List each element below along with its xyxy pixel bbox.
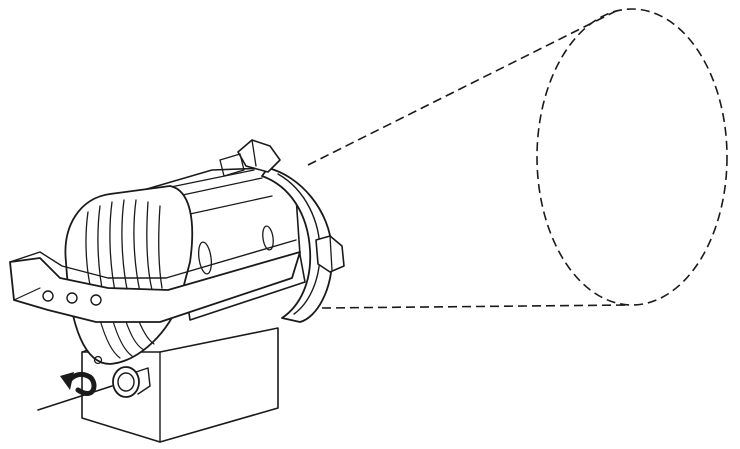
- rear-heatsink-cap: [64, 185, 194, 365]
- yoke-hole-1: [42, 290, 54, 302]
- beam-projection: [307, 8, 728, 309]
- yoke-hole-2: [66, 292, 78, 304]
- yoke-hole-3: [90, 294, 102, 306]
- front-lens-ring: [219, 139, 345, 323]
- beam-edge-lower: [321, 304, 629, 309]
- rotation-arrow: [37, 371, 113, 411]
- pointer-line: [37, 385, 113, 411]
- focus-knob: [93, 355, 151, 398]
- mounting-yoke: [9, 239, 301, 323]
- beam-spot-ellipse: [536, 8, 728, 306]
- beam-edge-upper: [307, 9, 619, 166]
